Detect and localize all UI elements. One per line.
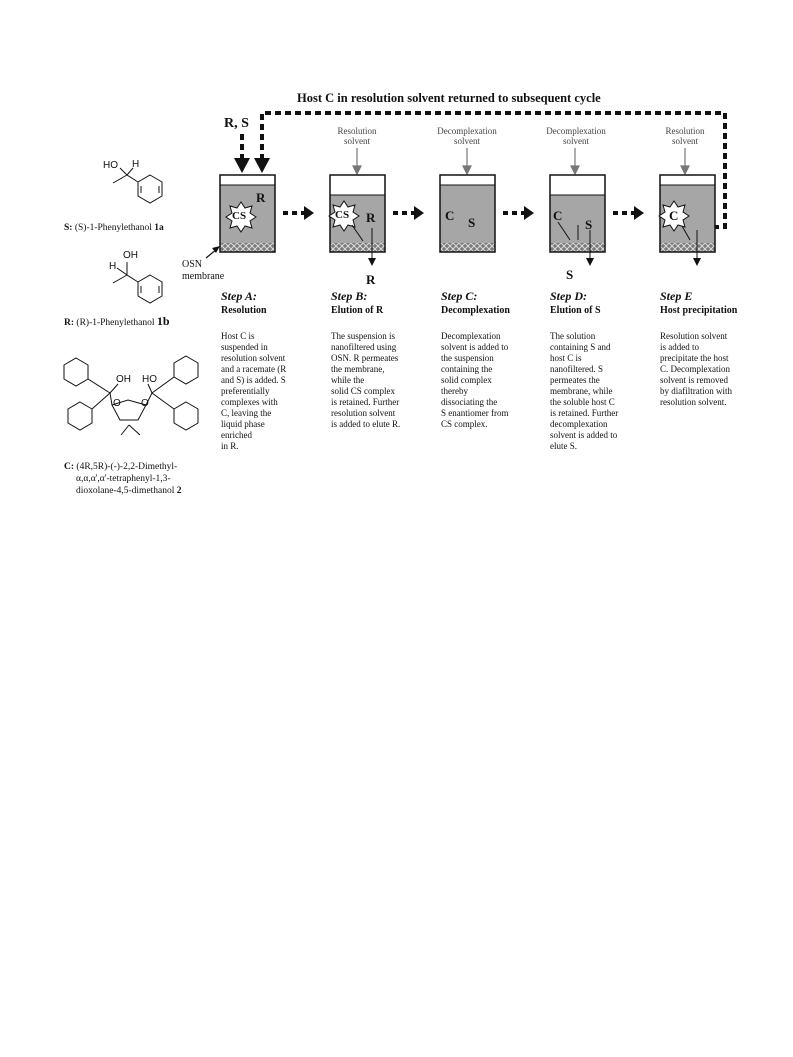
caption-c-line1: (4R,5R)-(-)-2,2-Dimethyl-: [76, 462, 178, 472]
feed-arrowhead: [234, 158, 250, 173]
step-d-desc: The solution containing S and host C is …: [550, 331, 619, 451]
vessel-d: [549, 174, 606, 266]
step-b-desc: The suspension is nanofiltered using OSN…: [331, 331, 401, 429]
step-e-name: Host precipitation: [660, 305, 738, 316]
caption-c: C: (4R,5R)-(-)-2,2-Dimethyl- α,α,α',α'-t…: [64, 461, 214, 497]
step-b: Step B: Elution of R The suspension is n…: [331, 290, 439, 430]
step-d-label: Step D:: [550, 289, 587, 303]
step-c-label: Step C:: [441, 289, 478, 303]
r-oh-label: OH: [123, 250, 138, 261]
vessel-d-out: S: [566, 267, 574, 282]
step-a-desc: Host C is suspended in resolution solven…: [221, 331, 287, 451]
step-e: Step E Host precipitation Resolution sol…: [660, 290, 770, 408]
vessel-b-out: R: [366, 272, 376, 287]
vessel-b: [328, 174, 386, 266]
vessel-c-s: S: [468, 215, 476, 230]
caption-s-prefix: S:: [64, 223, 73, 233]
solvent-label-d: Decomplexation solvent: [546, 126, 606, 146]
complex-crystal-b: [328, 200, 360, 232]
c-o2-label: O: [141, 398, 149, 409]
caption-r-name: (R)-1-Phenylethanol: [76, 318, 155, 328]
vessel-a-r: R: [256, 190, 266, 205]
structure-s-phenylethanol: [112, 167, 163, 204]
c-oh-label: OH: [116, 374, 131, 385]
solvent-label-c: Decomplexation solvent: [437, 126, 497, 146]
step-a: Step A: Resolution Host C is suspended i…: [221, 290, 329, 452]
complex-crystal-e: [658, 200, 690, 232]
vessel-b-cs: CS: [335, 209, 350, 221]
caption-c-line3: dioxolane-4,5-dimethanol: [76, 486, 175, 496]
recycle-loop-line: [260, 111, 727, 229]
step-arrows: [283, 206, 644, 220]
step-a-name: Resolution: [221, 305, 267, 316]
r-h-label: H: [109, 261, 117, 272]
feed-label: R, S: [224, 116, 249, 131]
caption-c-prefix: C:: [64, 462, 75, 472]
vessel-d-c: C: [553, 208, 563, 223]
step-e-label: Step E: [660, 289, 693, 303]
complex-crystal-a: [225, 201, 257, 233]
structure-r-phenylethanol: [112, 262, 163, 304]
recycle-arrowhead: [254, 158, 270, 173]
caption-s: S: (S)-1-Phenylethanol 1a: [64, 222, 164, 234]
vessel-c-c: C: [445, 208, 455, 223]
caption-s-num: 1a: [154, 223, 164, 233]
caption-s-name: (S)-1-Phenylethanol: [74, 223, 152, 233]
solvent-label-b: Resolution solvent: [337, 126, 377, 146]
step-a-label: Step A:: [221, 289, 257, 303]
vessel-e-c: C: [669, 208, 679, 223]
step-c: Step C: Decomplexation Decomplexation so…: [441, 290, 549, 430]
c-ho-label: HO: [142, 374, 157, 385]
step-c-desc: Decomplexation solvent is added to the s…: [441, 331, 509, 429]
caption-r-num: 1b: [156, 314, 170, 328]
vessel-a-cs: CS: [232, 210, 247, 222]
caption-c-num: 2: [176, 486, 182, 496]
step-c-name: Decomplexation: [441, 305, 510, 316]
vessel-d-s: S: [585, 217, 593, 232]
c-o1-label: O: [113, 398, 121, 409]
step-d: Step D: Elution of S The solution contai…: [550, 290, 658, 452]
caption-r-prefix: R:: [64, 318, 75, 328]
vessel-c: [439, 174, 496, 253]
s-h-label: H: [132, 159, 140, 170]
structure-taddol: [63, 355, 199, 436]
step-e-desc: Resolution solvent is added to precipita…: [660, 331, 732, 407]
s-ho-label: HO: [103, 160, 118, 171]
caption-c-line2: α,α,α',α'-tetraphenyl-1,3-: [76, 474, 171, 484]
step-d-name: Elution of S: [550, 305, 601, 316]
vessel-b-r: R: [366, 210, 376, 225]
solvent-label-e: Resolution solvent: [665, 126, 705, 146]
membrane-label: OSN membrane: [182, 259, 225, 282]
vessel-a: [219, 174, 276, 253]
caption-r: R: (R)-1-Phenylethanol 1b: [64, 315, 170, 329]
solvent-inlet-arrows: [352, 148, 690, 176]
recycle-title: Host C in resolution solvent returned to…: [297, 91, 601, 105]
step-b-label: Step B:: [331, 289, 368, 303]
vessel-e: [658, 174, 716, 266]
step-b-name: Elution of R: [331, 305, 384, 316]
